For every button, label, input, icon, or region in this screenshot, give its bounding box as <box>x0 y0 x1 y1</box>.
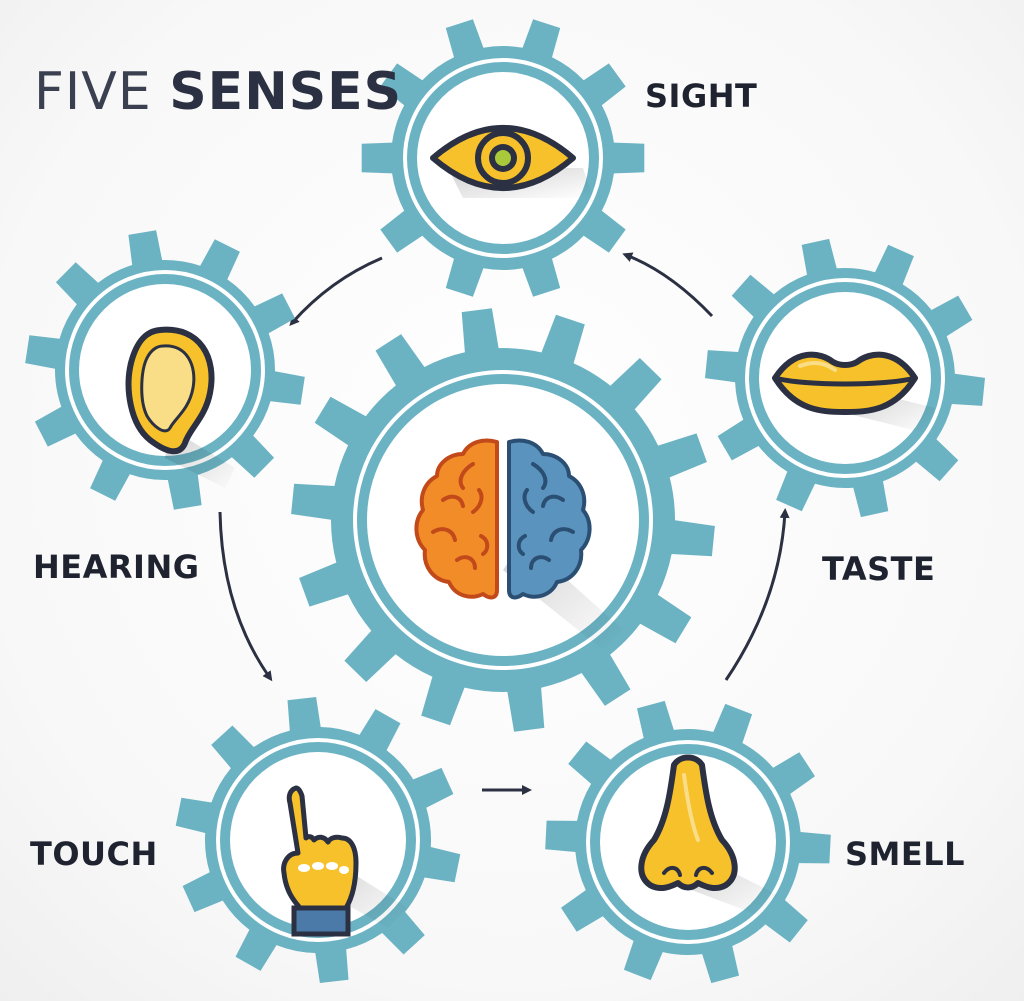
eye-icon <box>430 125 593 198</box>
lips-icon <box>772 351 935 433</box>
gear-taste-ring <box>745 278 945 478</box>
ear-icon <box>125 326 235 488</box>
gear-hearing-ring <box>65 270 265 470</box>
label-smell: SMELL <box>845 835 966 873</box>
diagram-title: FIVE SENSES <box>34 66 402 118</box>
gear-smell-ring <box>586 740 790 944</box>
label-taste: TASTE <box>822 550 936 588</box>
brain-icon <box>414 438 623 650</box>
arrow-taste-to-sight <box>622 252 714 318</box>
arrow-sight-to-hearing <box>289 256 383 326</box>
arrow-smell-to-taste <box>724 508 790 681</box>
label-sight: SIGHT <box>645 77 758 115</box>
nose-icon <box>638 754 778 915</box>
label-touch: TOUCH <box>30 835 158 873</box>
cycle-arrows <box>218 252 790 795</box>
gear-touch-ring <box>216 738 420 942</box>
gear-brain-ring <box>353 370 653 670</box>
pointing-hand-icon <box>281 785 408 937</box>
gear-brain <box>291 308 715 732</box>
label-hearing: HEARING <box>33 548 200 586</box>
gear-sight-ring <box>403 58 603 258</box>
title-light: FIVE <box>34 62 152 122</box>
arrow-hearing-to-touch <box>218 511 273 682</box>
title-bold: SENSES <box>169 62 403 122</box>
